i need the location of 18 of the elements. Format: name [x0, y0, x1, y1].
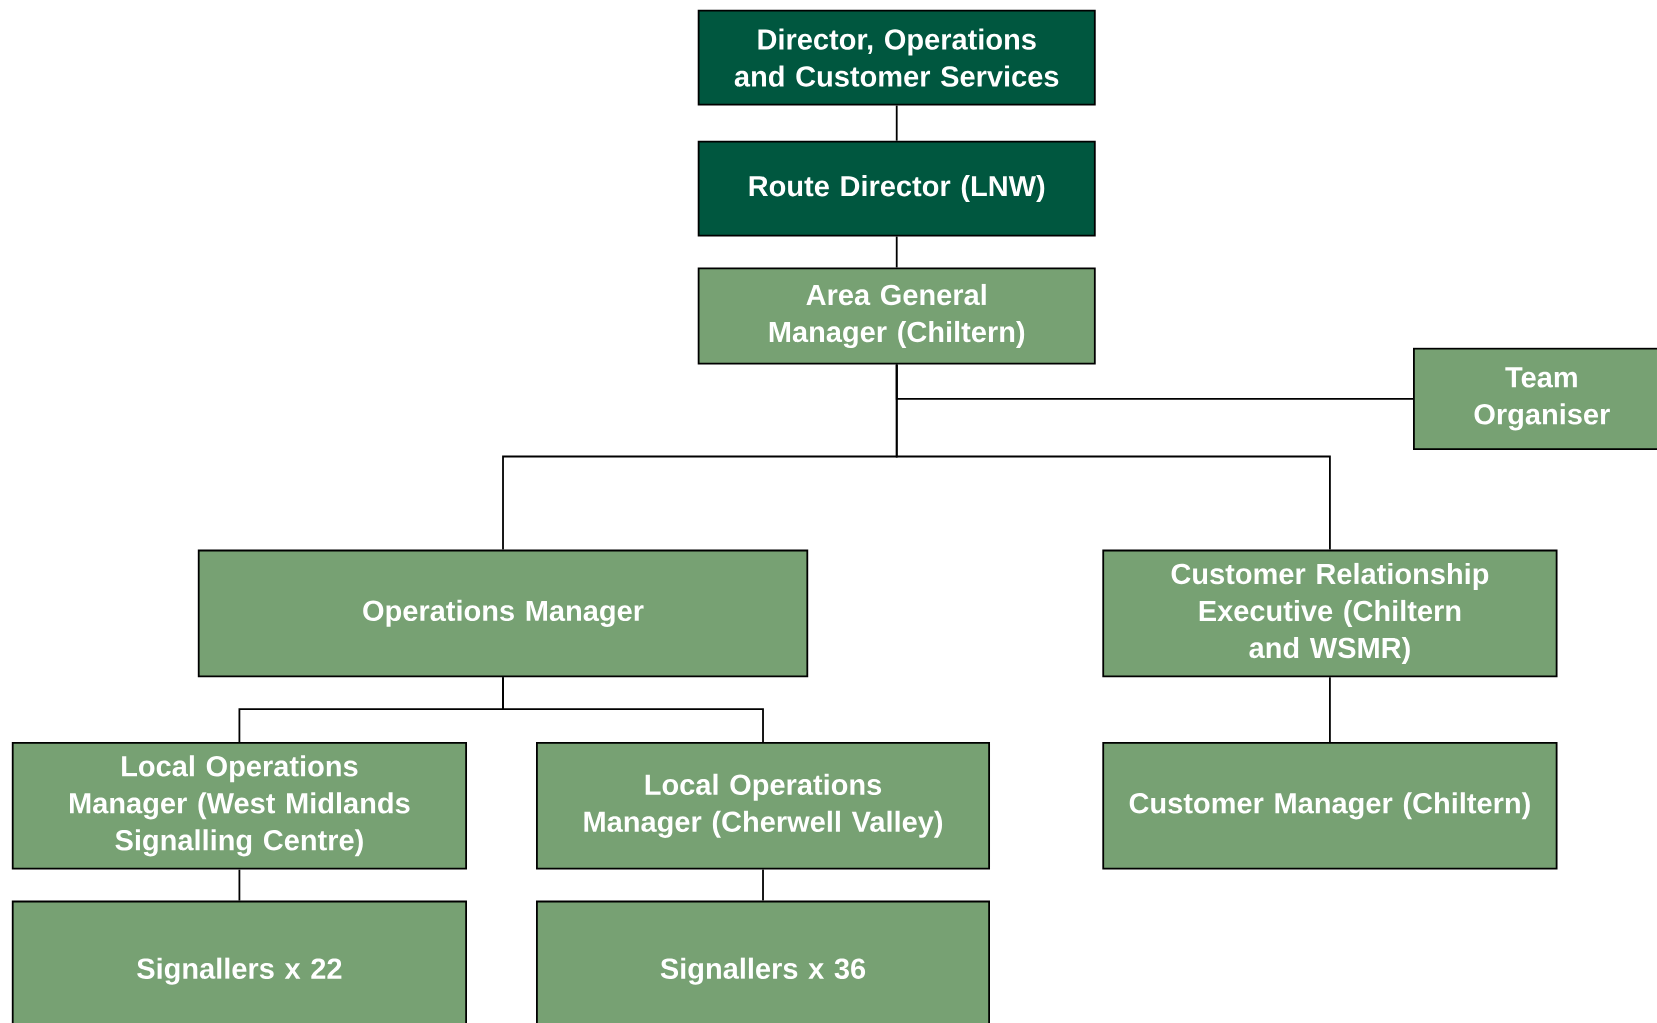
org-box: Area General Manager (Chiltern) — [697, 267, 1096, 365]
connector-line — [762, 868, 764, 902]
org-box: Local Operations Manager (West Midlands Signalling Centre) — [11, 742, 467, 870]
org-box: Customer Manager (Chiltern) — [1102, 742, 1558, 870]
org-box: Local Operations Manager (Cherwell Valley) — [536, 742, 990, 870]
connector-line — [1329, 676, 1331, 743]
org-box: Signallers x 22 — [11, 900, 467, 1023]
connector-line — [238, 868, 241, 902]
org-box: Team Organiser — [1413, 347, 1657, 450]
org-box: Route Director (LNW) — [697, 140, 1096, 237]
org-box: Operations Manager — [197, 549, 809, 678]
org-box: Signallers x 36 — [536, 900, 990, 1023]
connector-line — [502, 676, 764, 743]
connector-line — [895, 363, 1331, 551]
connector-line — [895, 104, 898, 142]
connector-line — [895, 235, 898, 269]
org-box: Director, Operations and Customer Services — [697, 9, 1096, 106]
org-box: Customer Relationship Executive (Chiltern and WSMR) — [1102, 549, 1558, 678]
